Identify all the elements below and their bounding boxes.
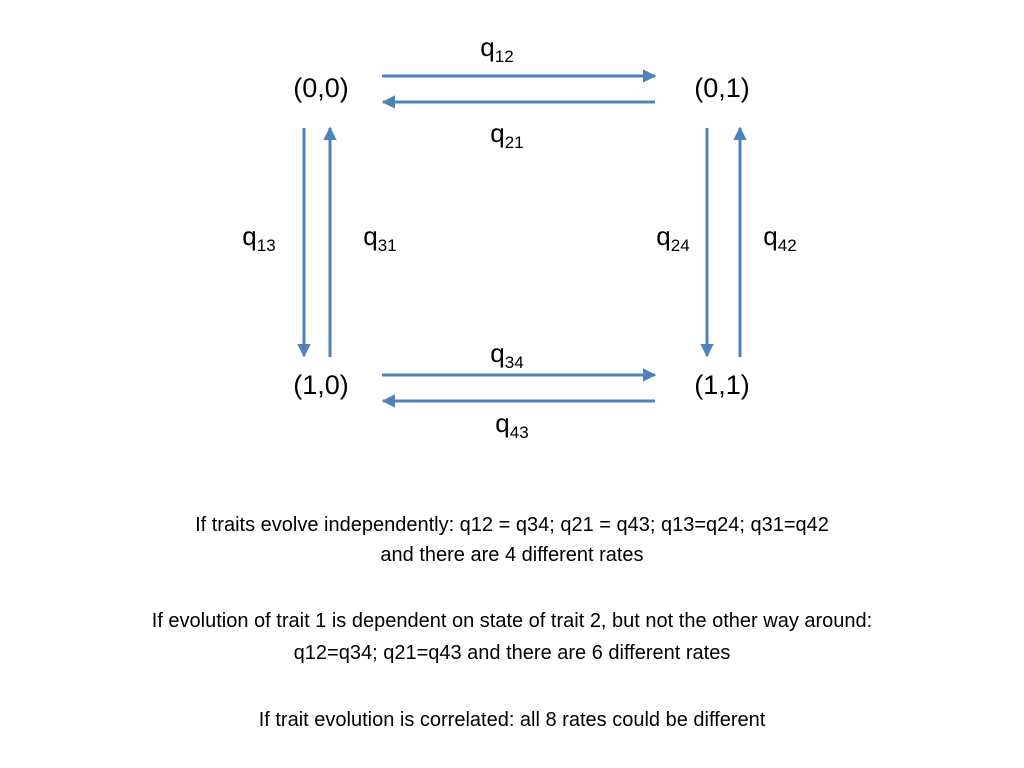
rate-q31: q31 bbox=[363, 221, 397, 255]
state-1-0: (1,0) bbox=[293, 370, 349, 400]
note-independent-line2: and there are 4 different rates bbox=[380, 544, 644, 566]
state-0-0: (0,0) bbox=[293, 73, 349, 103]
note-independent-line1: If traits evolve independently: q12 = q3… bbox=[195, 514, 829, 536]
note-dependent-line1: If evolution of trait 1 is dependent on … bbox=[151, 610, 873, 632]
rate-q21: q21 bbox=[490, 118, 524, 152]
rate-q24: q24 bbox=[656, 221, 690, 255]
rate-q34: q34 bbox=[490, 338, 524, 372]
rate-q43: q43 bbox=[495, 408, 529, 442]
note-correlated: If trait evolution is correlated: all 8 … bbox=[258, 709, 766, 731]
rate-q13: q13 bbox=[242, 221, 276, 255]
rate-q12: q12 bbox=[480, 32, 514, 66]
rate-q42: q42 bbox=[763, 221, 797, 255]
note-dependent-line2: q12=q34; q21=q43 and there are 6 differe… bbox=[293, 642, 731, 664]
state-0-1: (0,1) bbox=[694, 73, 750, 103]
state-1-1: (1,1) bbox=[694, 370, 750, 400]
